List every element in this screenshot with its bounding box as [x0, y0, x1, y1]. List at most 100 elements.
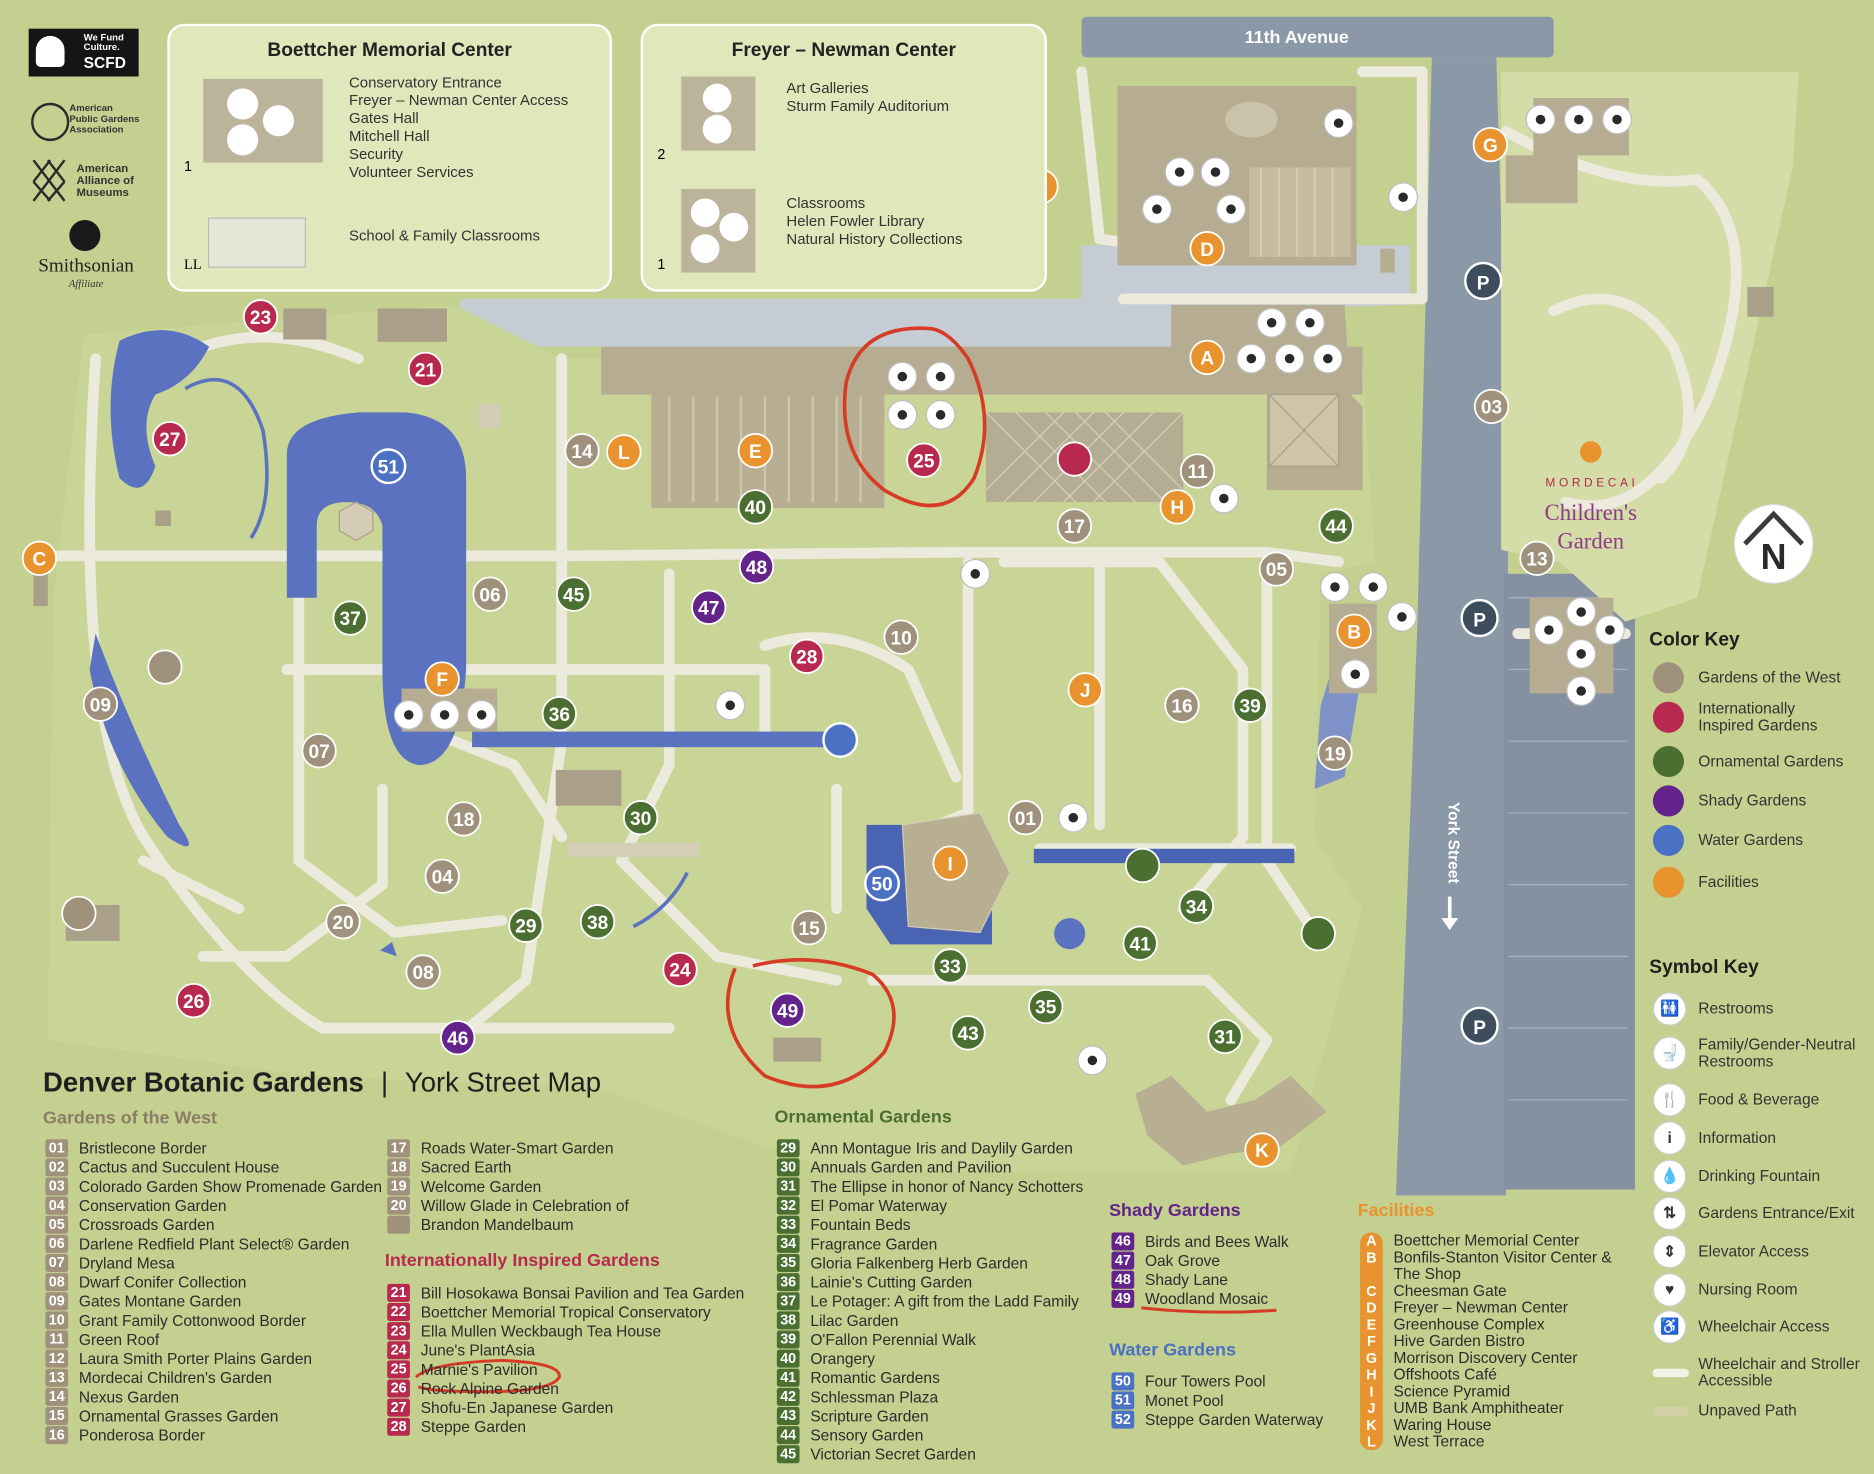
parking-marker[interactable]: P: [1460, 598, 1499, 638]
parking-circle[interactable]: [1460, 598, 1499, 638]
marker-circle[interactable]: [864, 865, 900, 902]
legend-row[interactable]: The Shop: [1360, 1265, 1612, 1283]
garden-marker-29[interactable]: 29: [508, 907, 544, 943]
marker-circle[interactable]: [82, 686, 119, 722]
facility-marker-h[interactable]: H: [1159, 489, 1195, 525]
garden-marker-21[interactable]: 21: [407, 351, 444, 388]
marker-circle[interactable]: [370, 448, 407, 485]
garden-marker-23[interactable]: 23: [242, 299, 279, 335]
marker-circle[interactable]: [1056, 441, 1093, 477]
garden-marker-27[interactable]: 27: [152, 421, 188, 457]
marker-circle[interactable]: [1519, 540, 1555, 576]
garden-marker-3[interactable]: [1124, 847, 1161, 884]
garden-marker-15[interactable]: 15: [791, 910, 827, 946]
garden-marker-39[interactable]: 39: [1232, 687, 1268, 723]
garden-marker-35[interactable]: 35: [1028, 988, 1064, 1025]
marker-circle[interactable]: [147, 649, 183, 685]
marker-circle[interactable]: [737, 489, 773, 525]
marker-circle[interactable]: [1067, 672, 1103, 708]
marker-circle[interactable]: [1336, 613, 1372, 649]
garden-marker-51[interactable]: 51: [370, 448, 407, 485]
marker-circle[interactable]: [564, 433, 600, 469]
garden-marker-08[interactable]: 08: [405, 954, 441, 990]
garden-marker-38[interactable]: 38: [579, 904, 616, 940]
garden-marker-34[interactable]: 34: [1178, 888, 1214, 924]
marker-circle[interactable]: [1056, 508, 1093, 544]
marker-circle[interactable]: [950, 1015, 986, 1051]
facility-marker-g[interactable]: G: [1472, 127, 1508, 163]
garden-marker-36[interactable]: 36: [541, 696, 577, 732]
garden-marker-0[interactable]: [61, 895, 97, 931]
garden-marker-46[interactable]: 46: [440, 1020, 476, 1056]
marker-circle[interactable]: [1300, 916, 1336, 952]
facility-marker-d[interactable]: D: [1189, 231, 1225, 267]
garden-marker-37[interactable]: 37: [332, 600, 368, 636]
marker-circle[interactable]: [21, 540, 58, 576]
facility-marker-c[interactable]: C: [21, 540, 58, 576]
facility-marker-k[interactable]: K: [1244, 1132, 1280, 1168]
marker-circle[interactable]: [1007, 800, 1044, 836]
marker-circle[interactable]: [932, 845, 968, 881]
marker-circle[interactable]: [332, 600, 368, 636]
garden-marker-10[interactable]: 10: [883, 619, 919, 655]
parking-circle[interactable]: [1464, 261, 1503, 301]
marker-circle[interactable]: [152, 421, 188, 457]
marker-circle[interactable]: [1189, 339, 1225, 376]
facility-marker-b[interactable]: B: [1336, 613, 1372, 649]
garden-marker-50[interactable]: 50: [864, 865, 900, 902]
garden-marker-05[interactable]: 05: [1258, 551, 1295, 587]
facility-marker-j[interactable]: J: [1067, 672, 1103, 708]
marker-circle[interactable]: [1318, 508, 1354, 544]
marker-circle[interactable]: [175, 982, 212, 1019]
marker-circle[interactable]: [737, 433, 773, 469]
garden-marker-40[interactable]: 40: [737, 489, 773, 525]
marker-circle[interactable]: [1178, 888, 1214, 924]
marker-circle[interactable]: [541, 696, 577, 732]
garden-marker-09[interactable]: 09: [82, 686, 119, 722]
marker-circle[interactable]: [1473, 388, 1510, 425]
marker-circle[interactable]: [1317, 735, 1353, 771]
garden-marker-41[interactable]: 41: [1122, 925, 1158, 961]
marker-circle[interactable]: [738, 549, 775, 585]
marker-circle[interactable]: [1164, 687, 1200, 723]
garden-marker-49[interactable]: 49: [769, 992, 806, 1028]
